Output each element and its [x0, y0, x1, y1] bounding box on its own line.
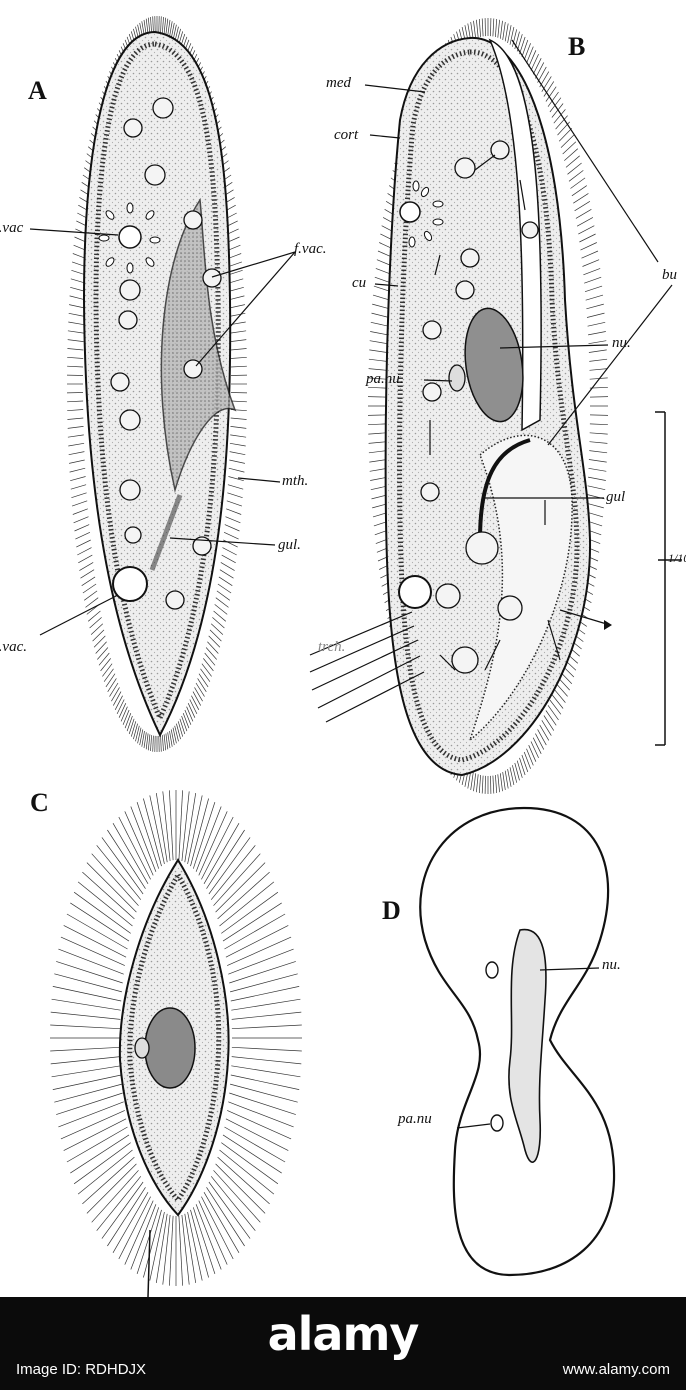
paramecium-b-vestibule — [468, 434, 573, 743]
paramecium-b-cortex — [397, 49, 580, 763]
paramecium-b-ejected-particles — [559, 609, 611, 626]
paramecium-a-gullet — [149, 494, 183, 571]
label-b-bu: bu — [662, 267, 677, 283]
label-a-contractile-vacuole-bottom: c.vac. — [0, 639, 27, 655]
figure-drawing — [29, 16, 682, 1297]
paramecium-c-micronucleus — [134, 1037, 150, 1059]
dividing-cell-d-micronucleus-bottom — [490, 1114, 504, 1132]
paramecium-a-contractile-vacuole-top — [98, 202, 161, 274]
label-b-trichocysts: trch. — [318, 639, 346, 655]
paramecium-c-cortex — [127, 870, 222, 1205]
label-a-food-vacuole: f.vac. — [294, 241, 327, 257]
panel-label-c: C — [30, 788, 49, 817]
paramecium-b-food-vacuoles — [420, 140, 539, 674]
paramecium-a-oral-groove — [160, 197, 237, 493]
label-d-micronucleus: pa.nu — [398, 1111, 432, 1127]
dividing-cell-d-nucleus — [508, 928, 547, 1163]
label-b-medulla: med — [326, 75, 351, 91]
paramecium-b-gullet — [478, 438, 531, 541]
paramecium-b-trichocysts — [309, 611, 425, 723]
paramecium-a-food-vacuoles — [110, 97, 222, 610]
paramecium-a-contractile-vacuole-bottom — [112, 566, 148, 602]
paramecium-a-cortex — [93, 41, 221, 725]
label-b-macronucleus: nu. — [612, 335, 631, 351]
label-a-contractile-vacuole-top: c.vac — [0, 220, 24, 236]
scale-bar — [655, 411, 682, 746]
panel-label-d: D — [382, 896, 401, 925]
label-b-cortex: cort — [334, 127, 359, 143]
figure-plate: A B C D c.vac f.vac. mth. gul. c.vac. me… — [0, 16, 686, 1297]
paramecium-a-body — [82, 30, 232, 738]
label-scale: 1/10 — [668, 551, 686, 565]
label-b-micronucleus: pa.nu. — [366, 371, 404, 387]
paramecium-b-arrowhead — [604, 620, 612, 630]
paramecium-b-oral-groove — [488, 38, 542, 432]
dividing-cell-d-micronucleus-top — [485, 961, 499, 979]
site-url: www.alamy.com — [562, 1361, 670, 1378]
panel-label-b: B — [568, 32, 586, 61]
label-b-cuticle: cu — [352, 275, 367, 291]
paramecium-b-contractile-vacuole-top — [399, 180, 444, 248]
panel-label-a: A — [28, 76, 47, 105]
watermark-bar: alamy Image ID: RDHDJX www.alamy.com — [0, 1297, 686, 1390]
paramecium-b-contractile-vacuole-bottom — [398, 575, 432, 609]
paramecium-c-trailing-cilium — [147, 1229, 151, 1297]
image-id: Image ID: RDHDJX — [16, 1361, 147, 1378]
label-a-gullet: gul. — [278, 537, 301, 553]
alamy-logo: alamy — [267, 1307, 420, 1361]
label-b-gullet: gul — [606, 489, 626, 505]
paramecium-b-macronucleus — [464, 307, 524, 423]
cilia-c — [50, 790, 302, 1286]
paramecium-b-micronucleus — [448, 364, 466, 392]
label-d-nucleus: nu. — [602, 957, 621, 973]
label-a-mouth: mth. — [282, 473, 309, 489]
paramecium-b-cyclosis-arrows — [429, 154, 561, 671]
paramecium-c-macronucleus — [144, 1007, 196, 1089]
leader-lines — [29, 39, 673, 1129]
